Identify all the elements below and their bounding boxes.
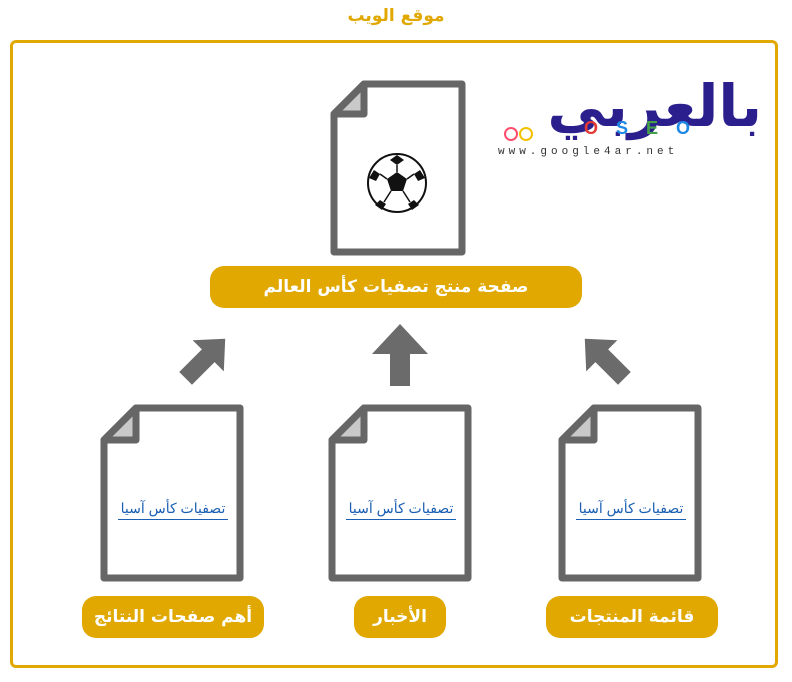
news-page-document-icon	[328, 404, 472, 582]
products-page-label: قائمة المنتجات	[546, 596, 718, 638]
soccer-ball-icon	[367, 153, 427, 213]
arrow-up-icon	[372, 324, 428, 386]
results-page-document-icon	[100, 404, 244, 582]
results-page-label: أهم صفحات النتائج	[82, 596, 264, 638]
logo-seo-letters: OSEO	[584, 118, 709, 138]
arrow-up-left-icon	[584, 338, 631, 385]
google4ar-logo: بالعربي OSEO www.google4ar.net	[498, 74, 768, 166]
products-page-document-icon	[558, 404, 702, 582]
logo-rings-icon	[504, 127, 533, 141]
news-page-label: الأخبار	[354, 596, 446, 638]
main-page-label: صفحة منتج تصفيات كأس العالم	[210, 266, 582, 308]
arrow-up-right-icon	[179, 338, 226, 385]
logo-arabic-text: بالعربي	[547, 72, 764, 140]
website-frame	[10, 40, 778, 668]
asia-qualifiers-link[interactable]: تصفيات كأس آسيا	[118, 500, 228, 520]
site-title: موقع الويب	[347, 6, 445, 26]
asia-qualifiers-link[interactable]: تصفيات كأس آسيا	[576, 500, 686, 520]
logo-url: www.google4ar.net	[498, 146, 679, 158]
asia-qualifiers-link[interactable]: تصفيات كأس آسيا	[346, 500, 456, 520]
